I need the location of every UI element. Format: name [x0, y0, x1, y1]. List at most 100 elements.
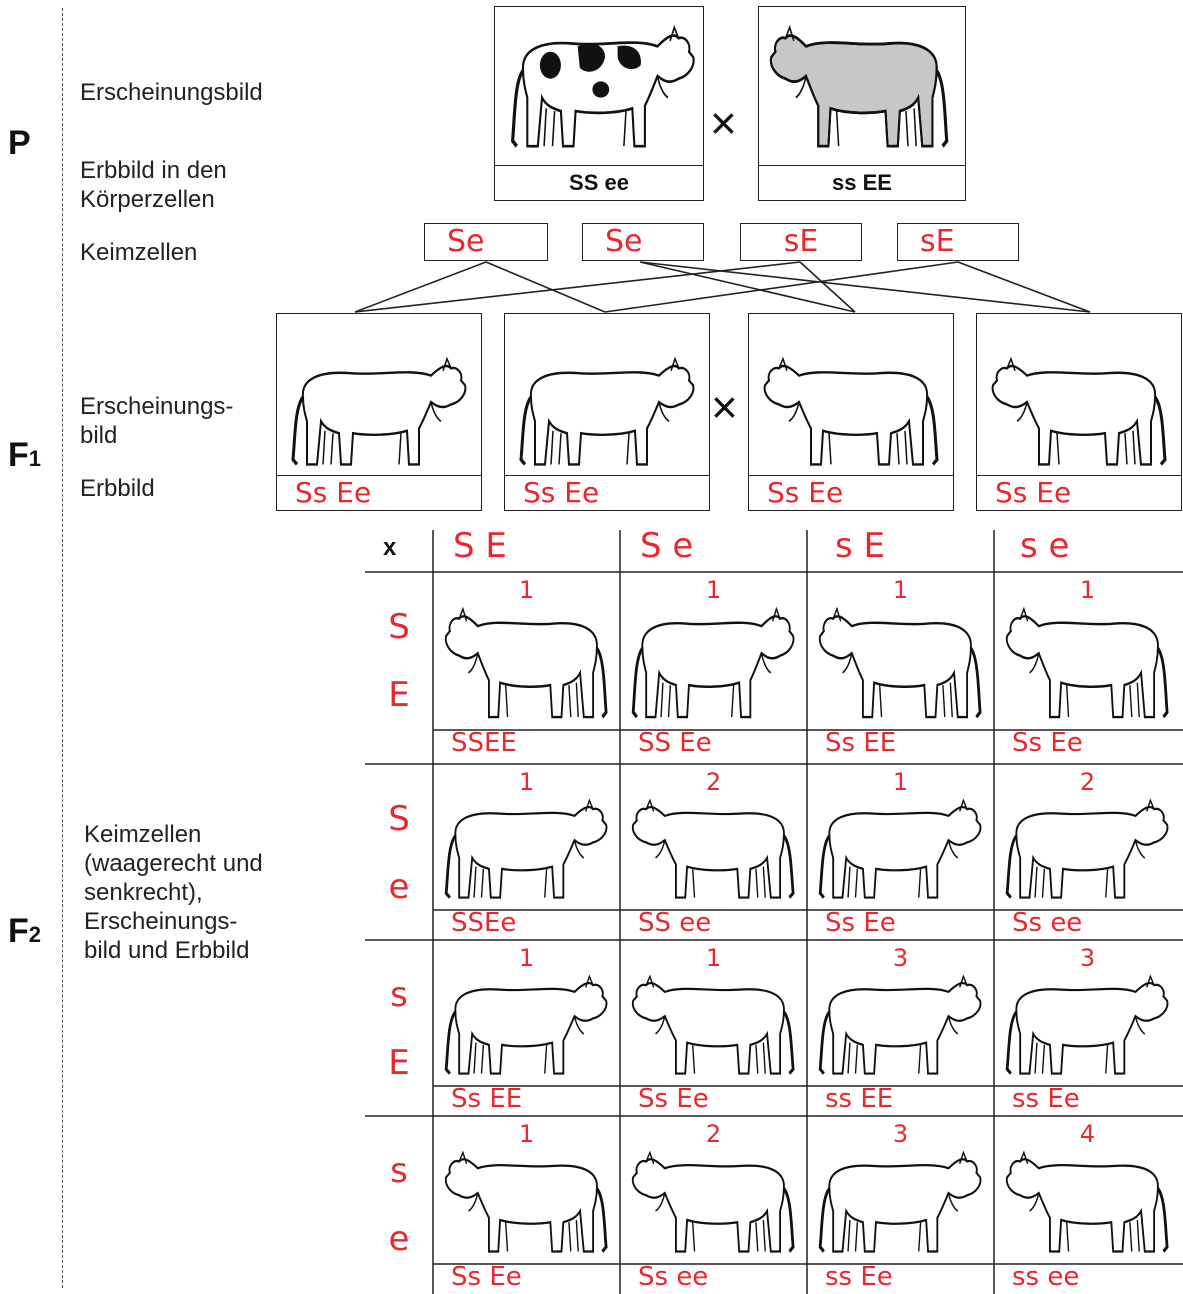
cell-genotype: Ss Ee [638, 1084, 709, 1114]
generation-p: P [8, 124, 31, 163]
label-gametes: Keimzellen [80, 239, 198, 266]
row-header-allele: e [388, 867, 410, 907]
generation-f1-subscript: 1 [28, 446, 42, 471]
cell-genotype: SS Ee [638, 728, 712, 758]
cell-genotype: ss Ee [1012, 1084, 1080, 1114]
cell-genotype: Ss Ee [1012, 728, 1083, 758]
f1-box-4: Ss Ee [976, 313, 1182, 511]
row-header-allele: E [388, 675, 410, 715]
cell-phenotype-number: 1 [892, 576, 909, 604]
generation-f2-label: F [8, 912, 29, 950]
cow-icon [818, 974, 983, 1076]
parent-1-genotype: SS ee [495, 165, 703, 200]
f1-cross-symbol: × [711, 381, 738, 433]
generation-f1: F1 [8, 436, 41, 475]
cell-genotype: ss ee [1012, 1262, 1080, 1292]
f1-genotype-1: Ss Ee [277, 475, 481, 510]
spotted-cow-icon [495, 7, 705, 167]
cow-icon [749, 314, 955, 474]
label-p-genotype-line2: Körperzellen [80, 186, 215, 213]
parent-box-1: SS ee [494, 6, 704, 201]
cell-phenotype-number: 2 [1079, 768, 1096, 796]
generation-f1-label: F [8, 436, 29, 474]
cow-icon [994, 1148, 1181, 1266]
cow-icon [433, 1148, 620, 1266]
gamete-connectors [354, 261, 1091, 313]
cow-icon [977, 314, 1183, 474]
f1-box-2: Ss Ee [504, 313, 710, 511]
cell-genotype: ss EE [825, 1084, 894, 1114]
left-dashed-divider [62, 8, 63, 1288]
row-header-allele: S [388, 799, 410, 839]
column-header-3: s E [835, 526, 886, 566]
label-f1-phenotype-line1: Erscheinungs- [80, 393, 234, 420]
cow-icon [620, 1148, 807, 1266]
row-header-allele: S [388, 607, 410, 647]
generation-f2-subscript: 2 [28, 922, 42, 947]
label-f1-genotype: Erbbild [80, 475, 155, 502]
cell-phenotype-number: 1 [518, 944, 535, 972]
cell-phenotype-number: 1 [705, 944, 722, 972]
cell-genotype: SSEE [451, 728, 517, 758]
label-p-genotype-line1: Erbbild in den [80, 157, 227, 184]
cow-icon [818, 1150, 983, 1254]
cell-genotype: Ss ee [1012, 908, 1083, 938]
column-header-4: s e [1020, 526, 1070, 566]
cell-genotype: Ss EE [451, 1084, 523, 1114]
label-f2-line2: (waagerecht und [84, 850, 263, 877]
cell-genotype: Ss EE [825, 728, 897, 758]
cell-phenotype-number: 1 [1079, 576, 1096, 604]
label-f2-line3: senkrecht), [84, 879, 203, 906]
cow-icon [291, 356, 468, 467]
row-header-allele: E [388, 1043, 410, 1083]
grey-cow-icon [759, 7, 967, 167]
cell-genotype: Ss Ee [451, 1262, 522, 1292]
generation-f2: F2 [8, 912, 41, 951]
cell-phenotype-number: 1 [518, 576, 535, 604]
cell-phenotype-number: 2 [705, 1120, 722, 1148]
gamete-1: Se [424, 223, 548, 261]
f1-box-3: Ss Ee [748, 313, 954, 511]
label-f2-line4: Erscheinungs- [84, 908, 238, 935]
cow-icon [620, 972, 807, 1088]
cell-phenotype-number: 1 [892, 768, 909, 796]
label-f1-phenotype: Erscheinungs- bild [80, 392, 233, 450]
column-header-1: S E [453, 526, 507, 566]
cow-icon [1005, 974, 1170, 1076]
cow-icon [433, 604, 620, 732]
cow-icon [1005, 798, 1170, 900]
cell-phenotype-number: 3 [892, 944, 909, 972]
cell-phenotype-number: 3 [1079, 944, 1096, 972]
cell-phenotype-number: 1 [518, 768, 535, 796]
cow-icon [444, 798, 609, 900]
gamete-2: Se [582, 223, 704, 261]
cow-icon [444, 974, 609, 1076]
cell-phenotype-number: 1 [518, 1120, 535, 1148]
label-p-phenotype: Erscheinungsbild [80, 79, 263, 106]
column-header-2: S e [640, 526, 694, 566]
cell-genotype: SS ee [638, 908, 712, 938]
cow-icon [818, 798, 983, 900]
label-p-genotype: Erbbild in den Körperzellen [80, 156, 227, 214]
label-f2-line5: bild und Erbbild [84, 937, 250, 964]
generation-p-label: P [8, 124, 31, 162]
cow-icon [620, 796, 807, 912]
parent-cross-symbol: × [710, 97, 737, 149]
label-f2-line1: Keimzellen [84, 821, 202, 848]
f1-genotype-3: Ss Ee [749, 475, 953, 510]
gamete-3: sE [740, 223, 862, 261]
cell-genotype: SSEe [451, 908, 517, 938]
row-header-allele: s [390, 1151, 408, 1191]
cell-genotype: Ss ee [638, 1262, 709, 1292]
cell-genotype: Ss Ee [825, 908, 896, 938]
label-f1-phenotype-line2: bild [80, 422, 118, 449]
cow-icon [807, 604, 994, 732]
f1-genotype-4: Ss Ee [977, 475, 1181, 510]
parent-box-2: ss EE [758, 6, 966, 201]
cell-phenotype-number: 4 [1079, 1120, 1096, 1148]
